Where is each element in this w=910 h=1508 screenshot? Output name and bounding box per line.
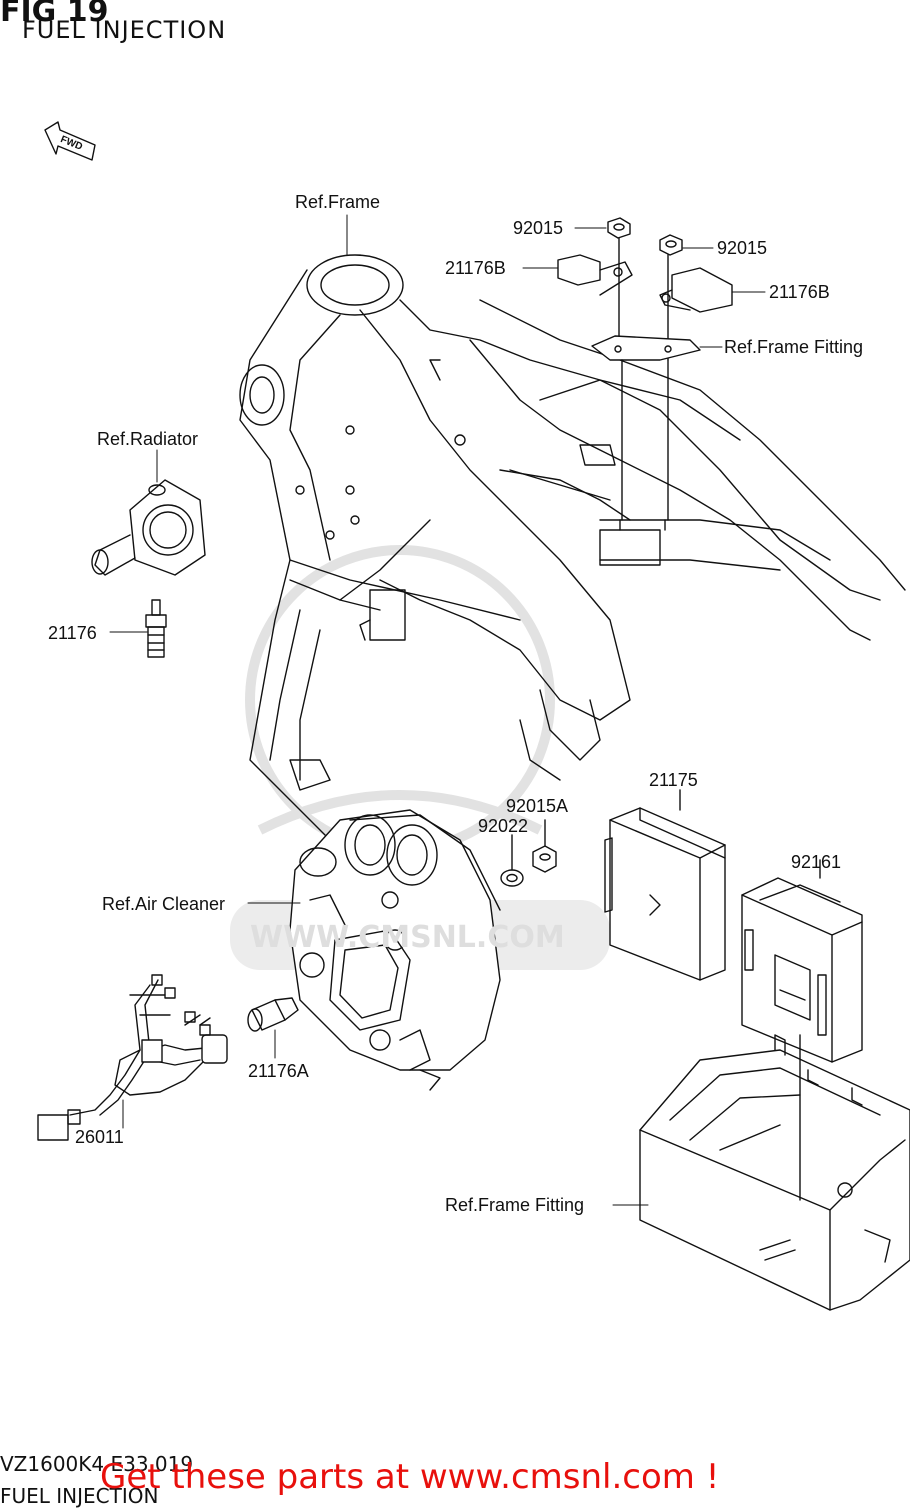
diagram-code: VZ1600K4 E33 019 xyxy=(0,1452,194,1476)
fwd-arrow-icon xyxy=(44,121,96,161)
callout-92015-left: 92015 xyxy=(513,218,564,238)
frame-fitting-box xyxy=(639,1034,910,1311)
callout-ref-radiator: Ref.Radiator xyxy=(97,429,199,449)
figure-number: FIG 19 xyxy=(0,0,109,29)
callout-92022: 92022 xyxy=(478,816,529,836)
frame-fitting-bracket-top xyxy=(591,335,701,521)
watermark-url: WWW.CMSNL.COM xyxy=(250,920,565,955)
sensor-21176a xyxy=(247,997,299,1032)
callout-21175: 21175 xyxy=(649,770,698,790)
temp-sensor-21176 xyxy=(145,599,167,658)
nut-92015-left xyxy=(607,217,631,351)
washer-92022 xyxy=(500,834,524,887)
leader-lines xyxy=(109,214,766,1206)
callout-21176b-left: 21176B xyxy=(445,258,506,278)
callout-ref-frame-fitting-top: Ref.Frame Fitting xyxy=(724,337,864,357)
callout-92015-right: 92015 xyxy=(717,238,768,258)
frame-drawing xyxy=(239,254,906,841)
cover-92161 xyxy=(741,859,863,1063)
sensor-21176b-right xyxy=(659,267,733,313)
callout-21176: 21176 xyxy=(48,623,97,643)
callout-ref-frame-fitting-bottom: Ref.Frame Fitting xyxy=(445,1195,585,1215)
callout-ref-air-cleaner: Ref.Air Cleaner xyxy=(102,894,226,914)
nut-92015a xyxy=(532,819,557,873)
figure-title: FUEL INJECTION xyxy=(22,16,227,44)
callout-ref-frame: Ref.Frame xyxy=(295,192,381,212)
ecu-21175 xyxy=(604,789,726,981)
callout-21176a: 21176A xyxy=(248,1061,309,1081)
callout-26011: 26011 xyxy=(75,1127,124,1147)
radiator-housing xyxy=(91,479,206,576)
sensor-21176b-left xyxy=(557,254,633,296)
callout-92161: 92161 xyxy=(791,852,842,872)
air-cleaner-plate xyxy=(289,809,501,1091)
callout-92015a: 92015A xyxy=(506,796,569,816)
callout-21176b-right: 21176B xyxy=(769,282,830,302)
promo-link[interactable]: Get these parts at www.cmsnl.com ! xyxy=(100,1457,720,1497)
wiring-harness-26011 xyxy=(37,974,228,1141)
